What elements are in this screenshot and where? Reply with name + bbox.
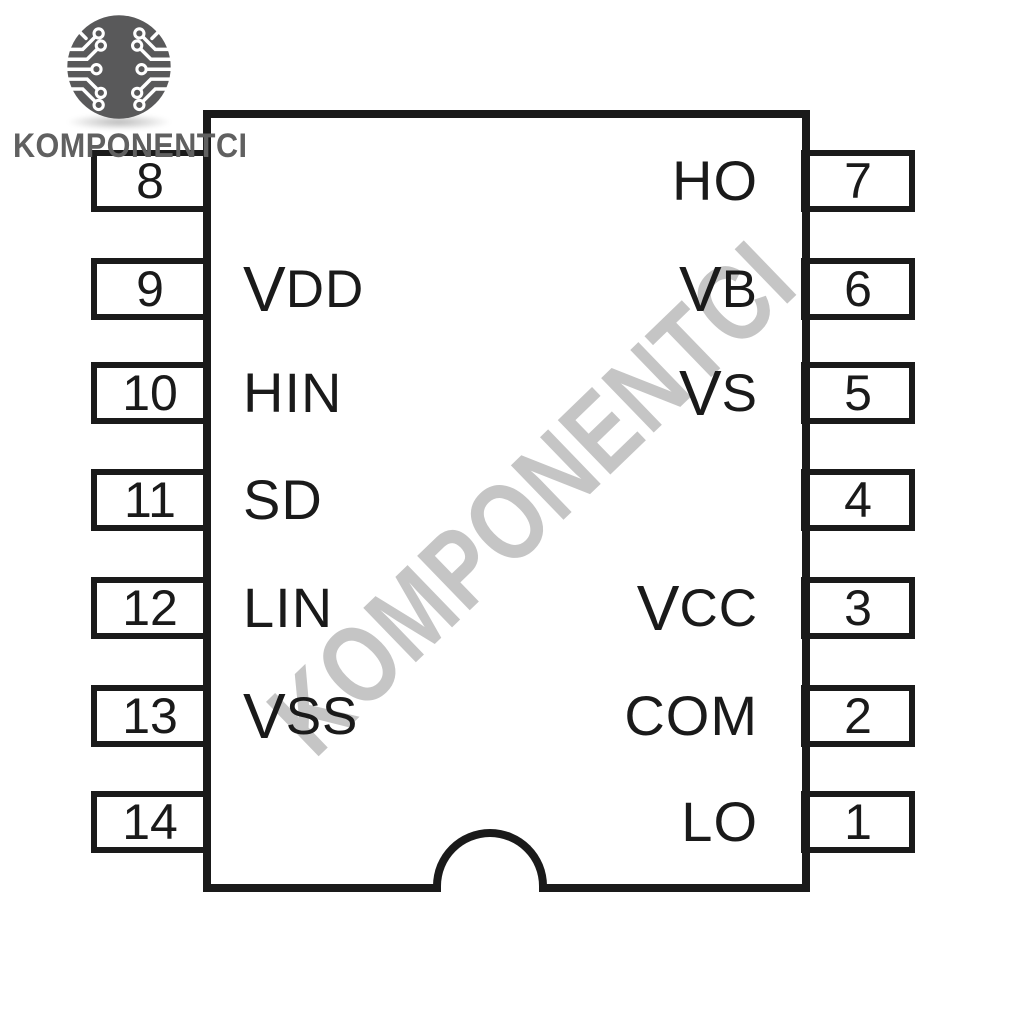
pin-box-9: 9 (91, 258, 209, 320)
pin-box-14: 14 (91, 791, 209, 853)
pin-label-text: LO (681, 790, 758, 853)
pin-box-12: 12 (91, 577, 209, 639)
pin-box-3: 3 (801, 577, 915, 639)
pin-box-13: 13 (91, 685, 209, 747)
pin-number-13: 13 (122, 688, 178, 744)
pin-label-main-letter: V (636, 572, 680, 644)
pin-box-4: 4 (801, 469, 915, 531)
pin-box-1: 1 (801, 791, 915, 853)
pin-label-subscript: SS (285, 686, 359, 746)
pin-box-8: 8 (91, 150, 209, 212)
pin-box-7: 7 (801, 150, 915, 212)
pin-number-3: 3 (844, 580, 872, 636)
pin-number-6: 6 (844, 261, 872, 317)
pin-label-subscript: CC (679, 578, 758, 638)
pin-label-subscript: DD (285, 259, 365, 319)
brand-name: KOMPONENTCI (13, 127, 248, 165)
circuit-logo-icon (65, 15, 173, 119)
pin-label-sd: SD (243, 469, 323, 531)
pin-label-main-letter: V (678, 253, 722, 325)
pin-label-lin: LIN (243, 577, 333, 639)
pin-number-10: 10 (122, 365, 178, 421)
pin-number-2: 2 (844, 688, 872, 744)
pin-box-6: 6 (801, 258, 915, 320)
pin-number-9: 9 (136, 261, 164, 317)
pin-label-text: LIN (243, 576, 334, 639)
pin-label-main-letter: V (243, 680, 286, 752)
pin-box-11: 11 (91, 469, 209, 531)
pin-label-subscript: B (721, 259, 758, 319)
pin-label-lo: LO (681, 791, 758, 853)
pin-label-main-letter: V (678, 357, 722, 429)
pin-label-com: COM (624, 685, 758, 747)
pin-label-hin: HIN (243, 362, 342, 424)
pin-label-text: HIN (243, 361, 343, 424)
pin-number-1: 1 (844, 794, 872, 850)
pin-box-2: 2 (801, 685, 915, 747)
pin-number-4: 4 (844, 472, 872, 528)
pin-label-text: HO (672, 149, 758, 212)
pin-box-5: 5 (801, 362, 915, 424)
pin-label-text: SD (243, 468, 323, 531)
pin-box-10: 10 (91, 362, 209, 424)
pin-number-5: 5 (844, 365, 872, 421)
pin-number-8: 8 (136, 153, 164, 209)
pin-label-subscript: S (721, 363, 758, 423)
pin-number-7: 7 (844, 153, 872, 209)
logo-shadow (66, 114, 172, 130)
pin-number-14: 14 (122, 794, 178, 850)
pin-label-main-letter: V (243, 253, 286, 325)
pin-label-text: COM (624, 684, 758, 747)
pin-label-ho: HO (672, 150, 758, 212)
pin-number-12: 12 (122, 580, 178, 636)
pin-number-11: 11 (124, 472, 176, 528)
